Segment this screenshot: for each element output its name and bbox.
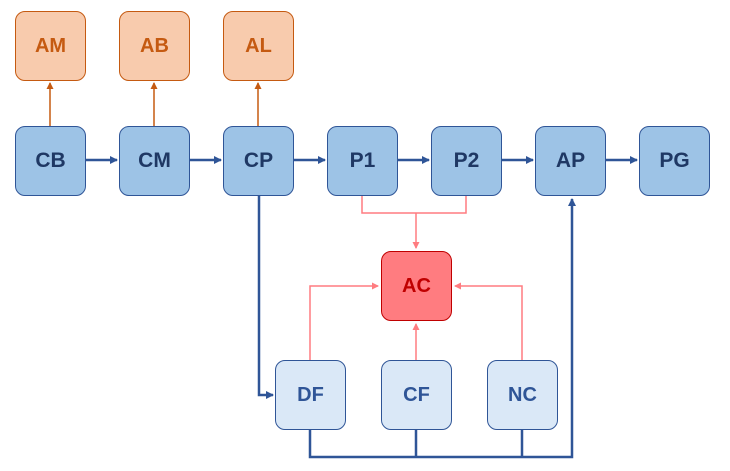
edge-nc-ac bbox=[454, 282, 523, 360]
node-p1: P1 bbox=[327, 126, 398, 196]
edge-cp-df bbox=[257, 196, 274, 399]
edge-p1p2-ac bbox=[361, 196, 467, 214]
node-cp: CP bbox=[223, 126, 294, 196]
node-p2: P2 bbox=[431, 126, 502, 196]
node-cf: CF bbox=[381, 360, 452, 430]
node-nc: NC bbox=[487, 360, 558, 430]
node-am: AM bbox=[15, 11, 86, 81]
edge-bus-ap bbox=[308, 198, 576, 459]
node-pg: PG bbox=[639, 126, 710, 196]
node-ac: AC bbox=[381, 251, 452, 321]
node-cb: CB bbox=[15, 126, 86, 196]
node-ab: AB bbox=[119, 11, 190, 81]
edge-df-ac bbox=[309, 282, 379, 360]
node-ap: AP bbox=[535, 126, 606, 196]
node-cm: CM bbox=[119, 126, 190, 196]
node-al: AL bbox=[223, 11, 294, 81]
node-df: DF bbox=[275, 360, 346, 430]
